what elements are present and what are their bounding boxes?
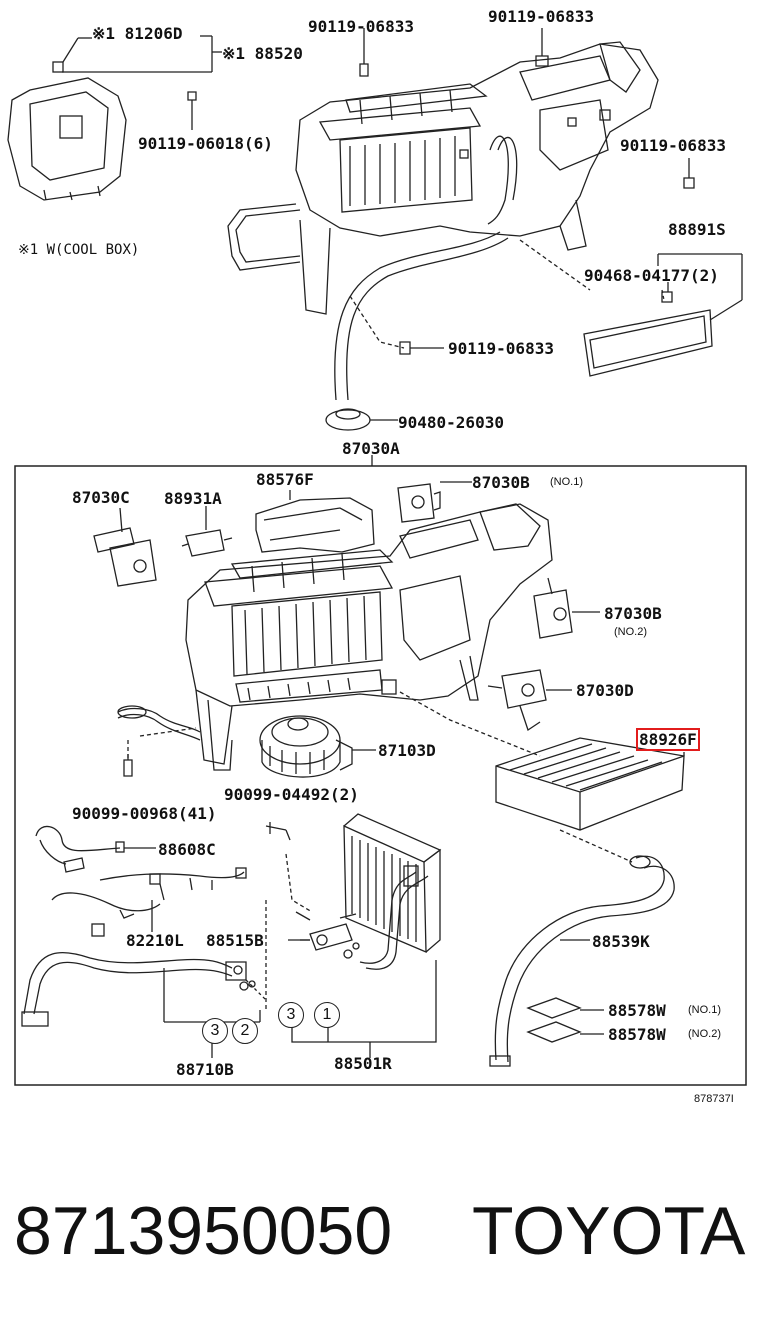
label-packing-2-note: (NO.2) [688, 1028, 721, 1040]
label-filter-highlighted[interactable]: 88926F [636, 728, 700, 751]
callout-circle-3-evaporator: 3 [278, 1002, 304, 1028]
label-grommet[interactable]: 90480-26030 [398, 413, 504, 432]
label-servo-b1-note: (NO.1) [550, 476, 583, 488]
label-evaporator[interactable]: 88501R [334, 1054, 392, 1073]
label-duct[interactable]: 88576F [256, 470, 314, 489]
label-pipe[interactable]: 88710B [176, 1060, 234, 1079]
part-number: 8713950050 [14, 1193, 393, 1269]
label-servo-b2-note: (NO.2) [614, 626, 647, 638]
callout-circle-1-evaporator: 1 [314, 1002, 340, 1028]
label-panel[interactable]: 88891S [668, 220, 726, 239]
label-clip[interactable]: 90468-04177(2) [584, 266, 719, 285]
label-servo-b2[interactable]: 87030B [604, 604, 662, 623]
label-servo-d[interactable]: 87030D [576, 681, 634, 700]
label-packing-1[interactable]: 88578W [608, 1001, 666, 1020]
label-bolt-top-b[interactable]: 90119-06833 [488, 7, 594, 26]
label-bolt-small[interactable]: 90119-06018(6) [138, 134, 273, 153]
label-main-unit[interactable]: 87030A [342, 439, 400, 458]
label-bolt-top-a[interactable]: 90119-06833 [308, 17, 414, 36]
diagram-reference-code: 878737I [694, 1093, 734, 1105]
label-bolt-right[interactable]: 90119-06833 [620, 136, 726, 155]
label-cool-box-1[interactable]: ※1 81206D [92, 24, 183, 43]
callout-circle-3-pipe: 3 [202, 1018, 228, 1044]
label-expansion-valve[interactable]: 88515B [206, 931, 264, 950]
label-cool-box-2[interactable]: ※1 88520 [222, 44, 303, 63]
label-blower[interactable]: 87103D [378, 741, 436, 760]
label-screw-a[interactable]: 90099-00968(41) [72, 804, 217, 823]
label-drain-hose[interactable]: 88539K [592, 932, 650, 951]
label-harness[interactable]: 82210L [126, 931, 184, 950]
label-screw-b[interactable]: 90099-04492(2) [224, 785, 359, 804]
brand-name: TOYOTA [472, 1193, 746, 1269]
label-packing-1-note: (NO.1) [688, 1004, 721, 1016]
label-bolt-mid[interactable]: 90119-06833 [448, 339, 554, 358]
label-servo-b1[interactable]: 87030B [472, 473, 530, 492]
label-sensor[interactable]: 88608C [158, 840, 216, 859]
label-servo-c[interactable]: 87030C [72, 488, 130, 507]
callout-circle-2-pipe: 2 [232, 1018, 258, 1044]
label-cool-box-note: ※1 W(COOL BOX) [18, 242, 140, 258]
label-amp[interactable]: 88931A [164, 489, 222, 508]
label-packing-2[interactable]: 88578W [608, 1025, 666, 1044]
